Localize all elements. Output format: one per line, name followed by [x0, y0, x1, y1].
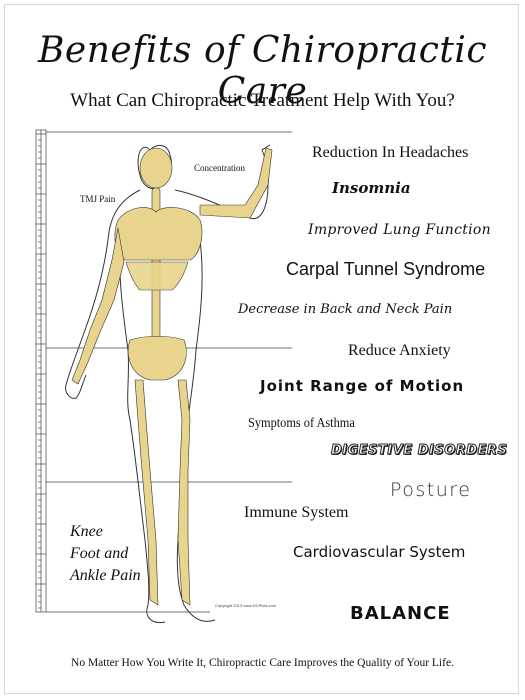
benefit-posture: Posture [390, 479, 472, 501]
benefit-joint-range: Joint Range of Motion [260, 377, 465, 395]
height-ruler [35, 129, 292, 613]
benefit-digestive: DIGESTIVE DISORDERS [330, 443, 508, 459]
benefit-asthma: Symptoms of Asthma [248, 416, 355, 431]
benefit-insomnia: Insomnia [332, 179, 411, 197]
skeleton-bones [71, 147, 273, 606]
poster-subtitle: What Can Chiropractic Treatment Help Wit… [70, 90, 455, 111]
label-tmj-pain: TMJ Pain [80, 194, 116, 204]
poster-footer: No Matter How You Write It, Chiropractic… [71, 657, 454, 669]
benefit-anxiety: Reduce Anxiety [348, 342, 451, 359]
benefit-back-neck-pain: Decrease in Back and Neck Pain [238, 302, 453, 317]
poster-frame [4, 4, 519, 694]
skeleton-figure-illustration [35, 129, 292, 624]
benefit-cardiovascular: Cardiovascular System [293, 543, 466, 561]
benefit-lung-function: Improved Lung Function [308, 222, 491, 238]
poster-title: Benefits of Chiropractic Care [37, 30, 488, 112]
benefit-carpal-tunnel: Carpal Tunnel Syndrome [286, 259, 486, 279]
benefit-immune: Immune System [244, 504, 349, 521]
copyright-notice: Copyright 2013 www.DCPlots.com [215, 603, 277, 608]
label-concentration: Concentration [194, 163, 245, 173]
label-knee-foot-ankle-pain: Knee Foot and Ankle Pain [70, 523, 141, 584]
benefit-headaches: Reduction In Headaches [312, 144, 469, 161]
benefit-balance: BALANCE [350, 603, 451, 624]
